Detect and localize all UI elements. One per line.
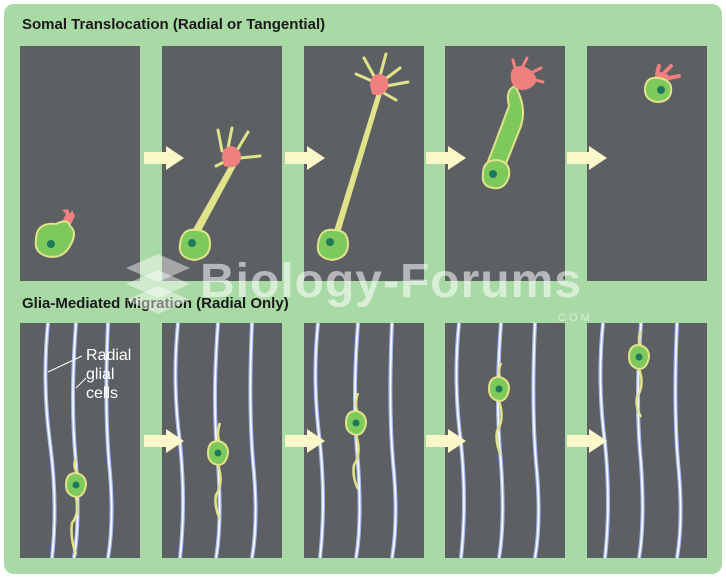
top-arrow-1	[144, 146, 184, 170]
watermark-logo	[126, 254, 190, 314]
top-arrow-3	[426, 146, 466, 170]
bottom-arrow-1	[144, 429, 184, 453]
somal-neuron-4	[481, 56, 545, 190]
label-line-1: Radial	[86, 347, 132, 364]
glia-scene-4	[454, 323, 541, 558]
somal-panel-5	[587, 46, 707, 281]
somal-panel-1	[20, 46, 140, 281]
bottom-arrow-3	[426, 429, 466, 453]
label-line-3: cells	[86, 385, 119, 402]
glia-scene-3	[313, 323, 398, 558]
watermark-text: Biology-Forums	[200, 255, 582, 308]
bottom-section-title: Glia-Mediated Migration (Radial Only)	[22, 295, 289, 312]
somal-panel-4	[445, 46, 565, 281]
somal-neuron-1	[34, 209, 75, 258]
watermark-suffix: .COM	[552, 312, 593, 324]
top-arrow-4	[567, 146, 607, 170]
somal-neuron-5	[643, 64, 681, 104]
top-arrow-2	[285, 146, 325, 170]
top-section-title: Somal Translocation (Radial or Tangentia…	[22, 16, 326, 33]
bottom-arrow-4	[567, 429, 607, 453]
label-line-2: glial	[86, 366, 115, 383]
somal-neuron-2	[178, 126, 262, 262]
somal-panel-3	[304, 46, 424, 281]
glia-panel-5	[587, 323, 707, 558]
radial-glial-cells-label: Radial glial cells	[86, 346, 131, 403]
bottom-arrow-2	[285, 429, 325, 453]
somal-panel-2	[162, 46, 282, 281]
somal-neuron-3	[316, 52, 410, 262]
glia-scene-5	[598, 323, 683, 558]
